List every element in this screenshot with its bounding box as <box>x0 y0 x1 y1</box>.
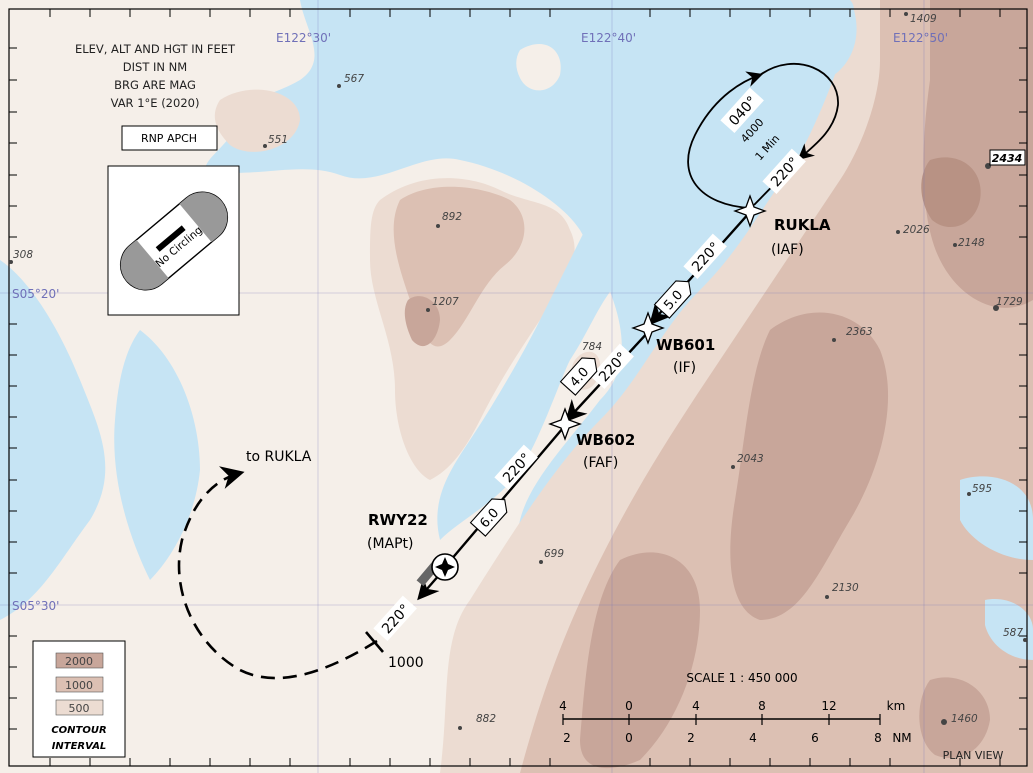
waypoint-name: RWY22 <box>368 511 428 529</box>
missed-approach-altitude: 1000 <box>388 655 424 671</box>
flyby-waypoint-icon <box>548 407 582 441</box>
flyby-waypoint-icon <box>733 194 767 228</box>
contour-level: 1000 <box>65 679 93 692</box>
contour-swatch-500 <box>55 699 104 716</box>
contour-swatch-1000 <box>55 676 104 693</box>
contour-swatch-2000 <box>55 652 104 669</box>
approach-type-box <box>121 125 218 151</box>
scale-nm-tick: 2 <box>563 731 571 745</box>
longitude-label-3: E122°50' <box>893 31 948 45</box>
central-island <box>370 178 575 480</box>
spot-elevation: 1729 <box>996 296 1023 308</box>
note-line-4: VAR 1°E (2020) <box>111 96 200 110</box>
spot-elevation: 595 <box>972 483 992 495</box>
waypoint-role: (IAF) <box>771 242 804 258</box>
spot-elevation-max: 2434 <box>992 152 1023 165</box>
scale-km-tick: 12 <box>821 699 836 713</box>
flyover-waypoint-icon <box>431 553 459 581</box>
missed-approach-altitude-bar <box>365 631 384 653</box>
spot-elevation: 2026 <box>903 224 930 236</box>
longitude-label-2: E122°40' <box>581 31 636 45</box>
missed-approach-label: to RUKLA <box>246 449 312 465</box>
chart-notes: ELEV, ALT AND HGT IN FEET DIST IN NM BRG… <box>75 42 236 110</box>
spot-elevation: 2363 <box>846 326 873 338</box>
distance-flags: 5.0 4.0 6.0 <box>469 280 692 537</box>
scale-nm-tick: 6 <box>811 731 819 745</box>
scale-nm-tick: 8 <box>874 731 882 745</box>
missed-approach-path <box>177 466 378 680</box>
spot-elevation: 587 <box>1003 627 1023 639</box>
waypoint-rukla[interactable]: RUKLA (IAF) <box>733 194 831 258</box>
scale-nm-tick: 0 <box>625 731 633 745</box>
border-ticks <box>9 9 1027 766</box>
spot-elevation: 2130 <box>832 582 859 594</box>
waypoint-name: WB602 <box>576 431 635 449</box>
waypoint-name: WB601 <box>656 336 715 354</box>
scale-title: SCALE 1 : 450 000 <box>686 671 797 685</box>
spot-elevation: 551 <box>268 134 288 146</box>
contour-legend-title: INTERVAL <box>52 741 107 752</box>
flyby-waypoint-icon <box>631 311 665 345</box>
note-line-3: BRG ARE MAG <box>114 78 196 92</box>
graticule-labels: E122°30' E122°40' E122°50' S05°20' S05°3… <box>12 31 948 613</box>
spot-elevation: 784 <box>582 341 602 353</box>
spot-elevation: 2148 <box>958 237 985 249</box>
waypoint-wb601[interactable]: WB601 (IF) <box>631 311 715 376</box>
scale-km-tick: 4 <box>692 699 700 713</box>
plan-view-label: PLAN VIEW <box>943 749 1004 762</box>
waypoint-rwy22[interactable]: RWY22 (MAPt) <box>367 511 459 587</box>
spot-elevation: 2043 <box>737 453 764 465</box>
contour-level: 2000 <box>65 655 93 668</box>
latitude-label-1: S05°20' <box>12 287 59 301</box>
spot-elevation: 1207 <box>432 296 459 308</box>
waypoint-role: (FAF) <box>583 455 618 471</box>
waypoint-role: (MAPt) <box>367 536 414 552</box>
contour-legend-title: CONTOUR <box>51 725 106 736</box>
spot-elevation: 892 <box>442 211 462 223</box>
scale-km-tick: 4 <box>559 699 567 713</box>
waypoint-wb602[interactable]: WB602 (FAF) <box>548 407 635 471</box>
contour-legend: 2000 1000 500 CONTOUR INTERVAL <box>32 640 126 758</box>
eastern-mainland <box>440 0 1033 773</box>
note-line-2: DIST IN NM <box>123 60 187 74</box>
waypoint-name: RUKLA <box>774 216 831 234</box>
scale-km-unit: km <box>887 699 906 713</box>
latitude-label-2: S05°30' <box>12 599 59 613</box>
scale-bar: SCALE 1 : 450 000 4 0 4 8 12 km 2 0 2 4 … <box>559 671 911 745</box>
approach-type-label: RNP APCH <box>141 132 197 145</box>
chart-border <box>8 8 1028 767</box>
spot-elevation: 1409 <box>910 13 937 25</box>
spot-elevations: 1409 567 551 892 1207 308 2434 2026 2148… <box>9 12 1027 730</box>
scale-nm-unit: NM <box>892 731 911 745</box>
spot-elevation: 699 <box>544 548 564 560</box>
waypoint-role: (IF) <box>673 360 696 376</box>
spot-elevation: 567 <box>344 73 364 85</box>
scale-km-tick: 8 <box>758 699 766 713</box>
scale-km-tick: 0 <box>625 699 633 713</box>
scale-nm-tick: 4 <box>749 731 757 745</box>
longitude-label-1: E122°30' <box>276 31 331 45</box>
inner-bay <box>437 0 857 540</box>
spot-elevation: 1460 <box>951 713 978 725</box>
scale-nm-tick: 2 <box>687 731 695 745</box>
note-line-1: ELEV, ALT AND HGT IN FEET <box>75 42 236 56</box>
contour-level: 500 <box>69 702 90 715</box>
spot-elevation: 882 <box>476 713 496 725</box>
spot-elevation: 308 <box>13 249 33 261</box>
